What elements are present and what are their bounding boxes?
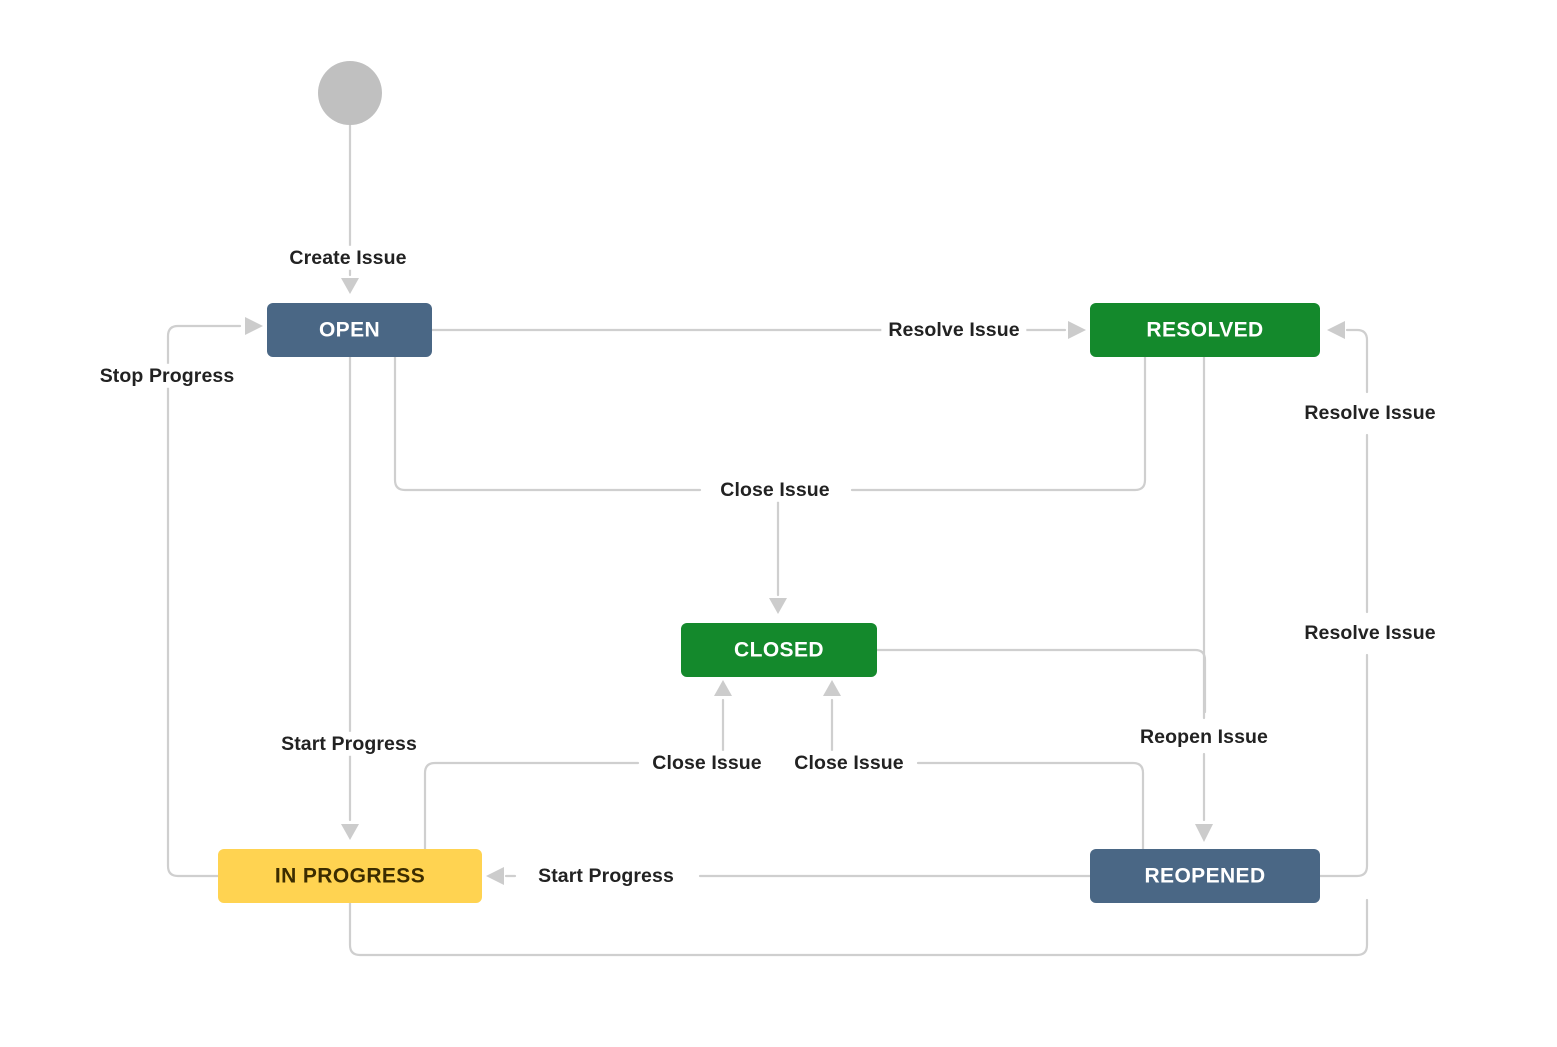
state-box-closed[interactable] (681, 623, 877, 677)
state-box-resolved[interactable] (1090, 303, 1320, 357)
arrowhead-close-issue-right (823, 680, 841, 696)
edge-label-start-progress-open: Start Progress (274, 731, 424, 757)
state-label-closed: CLOSED (734, 639, 824, 662)
edge-path-stop-progress (166, 324, 242, 878)
edge-start-progress-open (341, 355, 359, 840)
edge-resolve-reopened (1318, 321, 1369, 878)
edge-resolve-inprogress (348, 898, 1369, 957)
state-box-in-progress[interactable] (218, 849, 482, 903)
state-label-in-progress: IN PROGRESS (275, 865, 425, 888)
state-label-open: OPEN (319, 319, 380, 342)
edge-path-closed-reopened (875, 648, 1207, 714)
edge-reopen-issue (1195, 355, 1213, 842)
edge-label-resolve-issue-open: Resolve Issue (881, 317, 1027, 343)
edge-closed-to-reopened (875, 648, 1207, 714)
edge-stop-progress (166, 317, 263, 878)
edge-label-start-progress-reopened: Start Progress (531, 863, 681, 889)
state-box-open[interactable] (267, 303, 432, 357)
edge-label-resolve-issue-upper: Resolve Issue (1297, 400, 1443, 426)
edge-label-reopen-issue: Reopen Issue (1133, 724, 1275, 750)
edge-path-resolve-reopened-c (1345, 328, 1369, 394)
edge-path-resolve-inprogress (348, 898, 1369, 957)
state-node-in-progress[interactable]: IN PROGRESS (218, 849, 482, 903)
edge-close-issue-open (393, 355, 1147, 614)
state-node-resolved[interactable]: RESOLVED (1090, 303, 1320, 357)
edge-start-progress-reopened (486, 867, 1092, 885)
state-node-closed[interactable]: CLOSED (681, 623, 877, 677)
arrowhead-create-issue (341, 278, 359, 294)
state-label-reopened: REOPENED (1144, 865, 1265, 888)
arrowhead-open-resolved (1068, 321, 1086, 339)
start-node-circle[interactable] (318, 61, 382, 125)
edge-path-inprogress-close (423, 761, 640, 851)
arrowhead-close-issue-left (714, 680, 732, 696)
state-node-reopened[interactable]: REOPENED (1090, 849, 1320, 903)
edge-path-open-to-mid (393, 355, 702, 492)
edge-path-resolved-to-mid (850, 355, 1147, 492)
state-box-reopened[interactable] (1090, 849, 1320, 903)
arrowhead-stop-progress (245, 317, 263, 335)
state-label-resolved: RESOLVED (1146, 319, 1263, 342)
arrowhead-resolve-reopened (1327, 321, 1345, 339)
edge-label-close-issue-left: Close Issue (645, 750, 769, 776)
arrowhead-start-progress-reopened (486, 867, 504, 885)
edge-label-create-issue: Create Issue (282, 245, 414, 271)
edge-label-resolve-issue-lower: Resolve Issue (1297, 620, 1443, 646)
edge-label-close-issue-right: Close Issue (787, 750, 911, 776)
arrowhead-reopen-issue (1195, 824, 1213, 842)
edge-path-reopened-close (916, 761, 1145, 851)
edge-label-stop-progress: Stop Progress (92, 363, 242, 389)
state-node-open[interactable]: OPEN (267, 303, 432, 357)
edge-path-resolve-reopened-a (1318, 653, 1369, 878)
arrowhead-start-progress-open (341, 824, 359, 840)
arrowhead-close-issue-closed (769, 598, 787, 614)
edge-label-close-issue-open: Close Issue (713, 477, 837, 503)
